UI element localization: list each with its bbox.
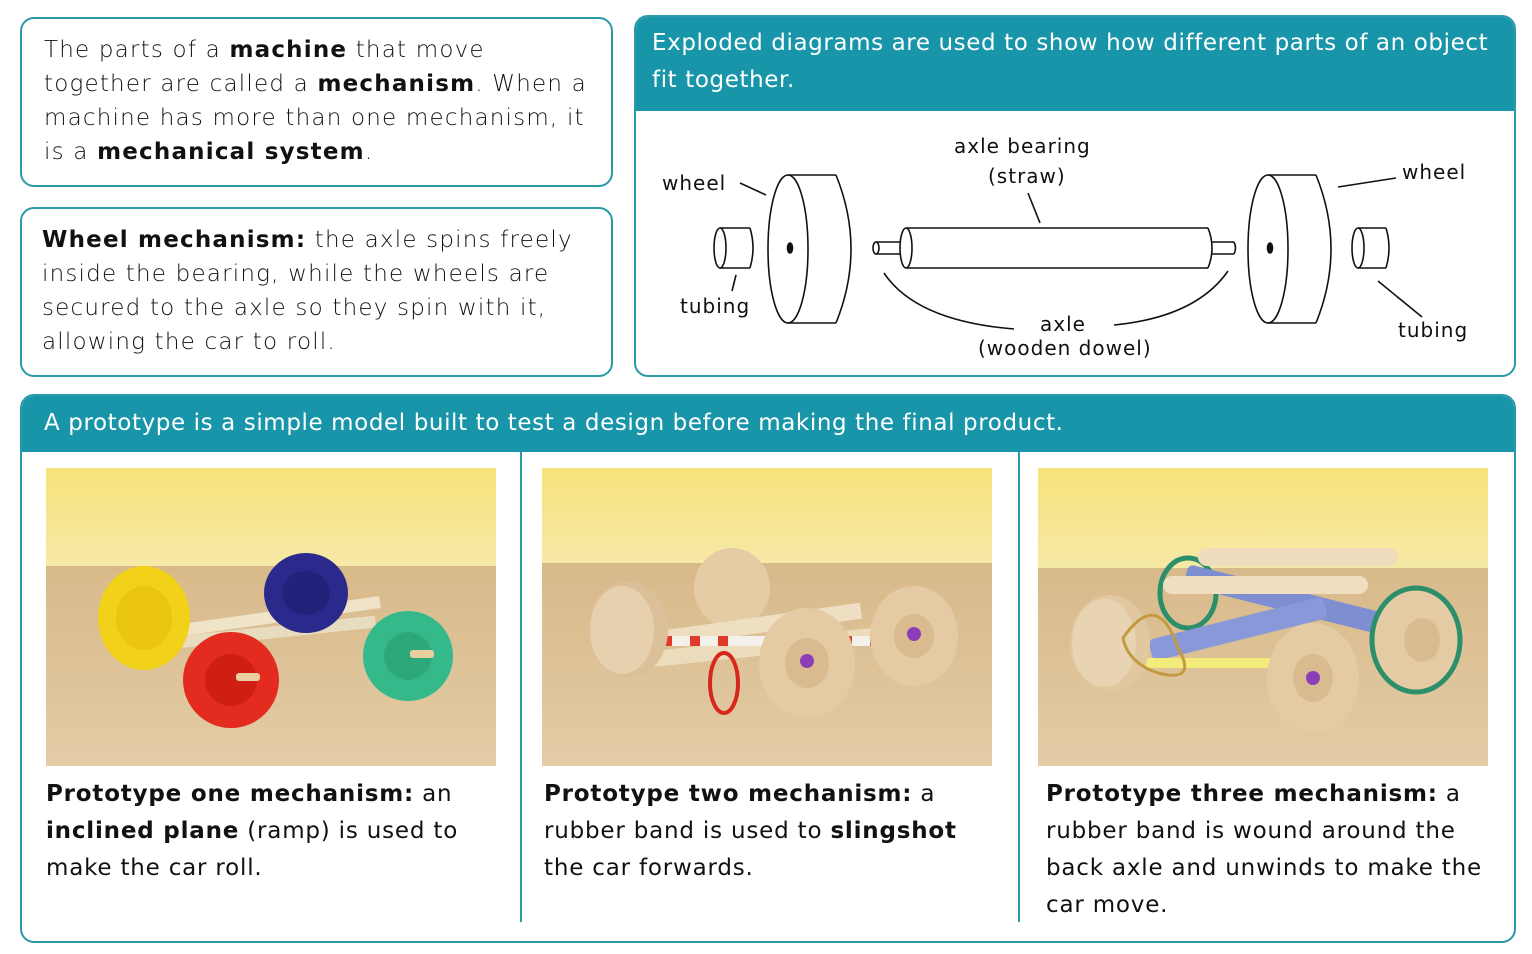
- intro-box: The parts of a machine that move togethe…: [20, 17, 613, 187]
- text-segment: .: [364, 139, 374, 165]
- text-segment: a rubber band is wound around the back a…: [1046, 781, 1482, 918]
- bold-term: mechanism: [317, 71, 476, 97]
- prototype-three-photo: [1038, 468, 1488, 766]
- label-axle-bearing-sub: (straw): [988, 164, 1066, 188]
- text-segment: that move together are called a: [44, 37, 485, 97]
- prototype-header: A prototype is a simple model built to t…: [22, 396, 1514, 452]
- exploded-diagram-box: Exploded diagrams are used to show how d…: [634, 15, 1516, 377]
- label-axle-sub: (wooden dowel): [978, 336, 1152, 360]
- wheel-left-icon: [767, 174, 852, 324]
- prototype-box: A prototype is a simple model built to t…: [20, 394, 1516, 943]
- label-wheel-right: wheel: [1402, 160, 1466, 184]
- text-segment: . When a machine has more than one mecha…: [44, 71, 587, 165]
- text-segment: The parts of a: [44, 37, 230, 63]
- prototype-three-title: Prototype three mechanism:: [1046, 781, 1438, 807]
- bold-term: slingshot: [830, 818, 957, 844]
- tubing-left-icon: [713, 227, 754, 269]
- wheel-mechanism-body: the axle spins freely inside the bearing…: [42, 227, 573, 355]
- text-segment: a rubber band is used to: [544, 781, 936, 844]
- wheel-right-icon: [1247, 174, 1332, 324]
- prototype-three: Prototype three mechanism: a rubber band…: [1018, 452, 1513, 922]
- text-segment: the car forwards.: [544, 855, 754, 881]
- label-axle-bearing: axle bearing: [954, 134, 1091, 158]
- intro-text: The parts of a machine that move togethe…: [44, 33, 589, 169]
- prototype-three-caption: Prototype three mechanism: a rubber band…: [1046, 776, 1506, 924]
- label-tubing-left: tubing: [680, 294, 750, 318]
- prototype-two: Prototype two mechanism: a rubber band i…: [520, 452, 1015, 922]
- bold-term: inclined plane: [46, 818, 240, 844]
- text-segment: (ramp) is used to make the car roll.: [46, 818, 459, 881]
- prototype-one-photo: [46, 468, 496, 766]
- text-segment: an: [414, 781, 453, 807]
- prototype-one-title: Prototype one mechanism:: [46, 781, 415, 807]
- wheel-mechanism-text: Wheel mechanism: the axle spins freely i…: [42, 223, 591, 359]
- axle-bearing-icon: [899, 227, 1213, 269]
- bold-term: machine: [229, 37, 348, 63]
- wheel-mechanism-title: Wheel mechanism:: [42, 227, 307, 253]
- exploded-diagram-header: Exploded diagrams are used to show how d…: [636, 17, 1514, 111]
- prototype-one-caption: Prototype one mechanism: an inclined pla…: [46, 776, 506, 887]
- prototype-one: Prototype one mechanism: an inclined pla…: [22, 452, 517, 922]
- prototype-two-title: Prototype two mechanism:: [544, 781, 913, 807]
- label-axle: axle: [1040, 312, 1086, 336]
- prototype-two-caption: Prototype two mechanism: a rubber band i…: [544, 776, 1004, 887]
- wheel-mechanism-box: Wheel mechanism: the axle spins freely i…: [20, 207, 613, 377]
- label-wheel-left: wheel: [662, 171, 726, 195]
- bold-term: mechanical system: [97, 139, 365, 165]
- tubing-right-icon: [1351, 227, 1390, 269]
- exploded-diagram: wheel tubing axle bearing (straw) axle (…: [662, 134, 1468, 360]
- label-tubing-right: tubing: [1398, 318, 1468, 342]
- prototype-two-photo: [542, 468, 992, 766]
